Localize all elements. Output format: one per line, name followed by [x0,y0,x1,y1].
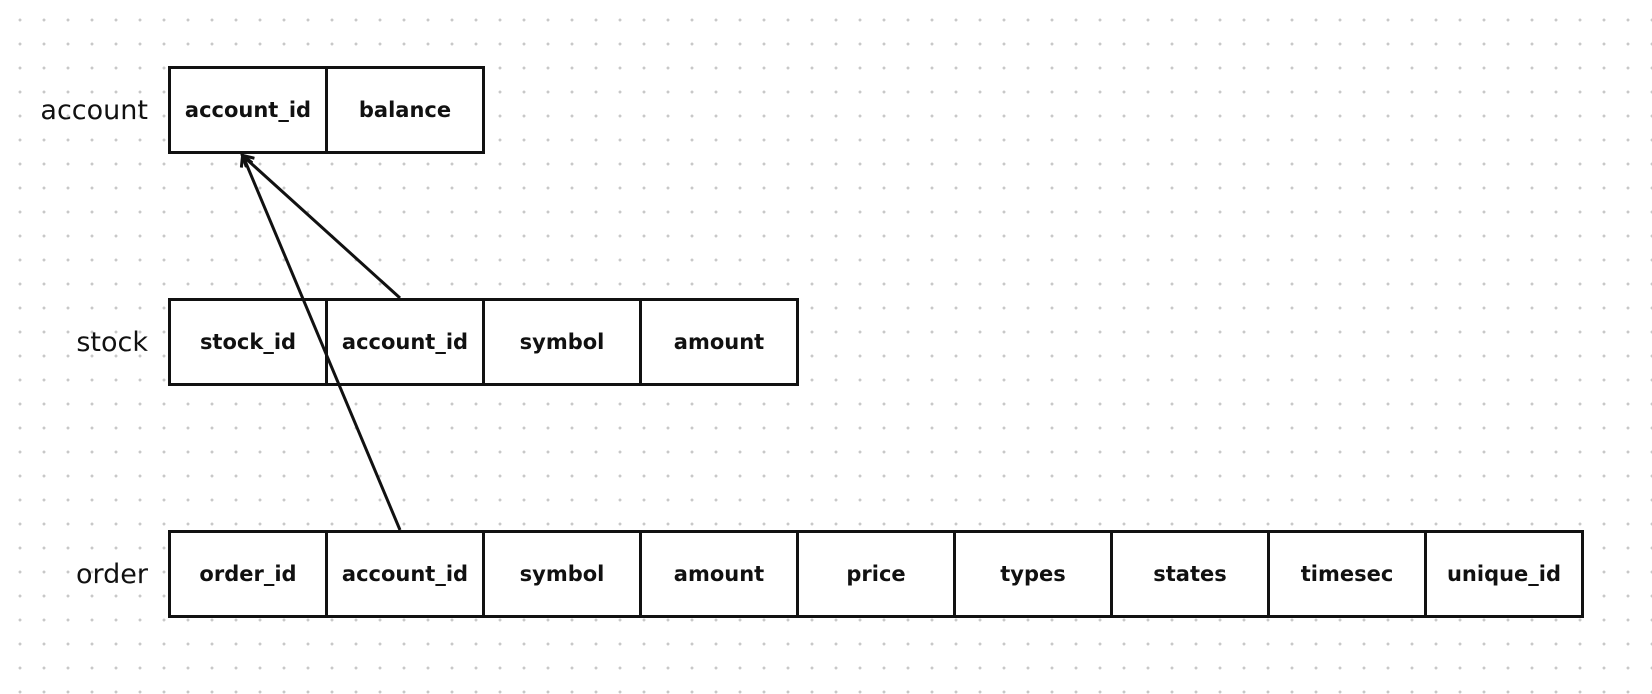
table-label-stock: stock [76,326,148,358]
column-order-amount: amount [639,530,799,618]
table-stock: stock_id account_id symbol amount [168,298,799,386]
column-stock-symbol: symbol [482,298,642,386]
relation-arrow-stock-to-account [243,156,402,300]
column-stock-stock-id: stock_id [168,298,328,386]
column-order-order-id: order_id [168,530,328,618]
table-label-order: order [76,558,148,590]
column-order-timesec: timesec [1267,530,1427,618]
table-order: order_id account_id symbol amount price … [168,530,1584,618]
column-order-states: states [1110,530,1270,618]
column-account-account-id: account_id [168,66,328,154]
column-stock-account-id: account_id [325,298,485,386]
column-order-unique-id: unique_id [1424,530,1584,618]
column-order-symbol: symbol [482,530,642,618]
column-stock-amount: amount [639,298,799,386]
table-account: account_id balance [168,66,485,154]
table-label-account: account [40,94,148,126]
column-order-types: types [953,530,1113,618]
column-account-balance: balance [325,66,485,154]
column-order-account-id: account_id [325,530,485,618]
column-order-price: price [796,530,956,618]
